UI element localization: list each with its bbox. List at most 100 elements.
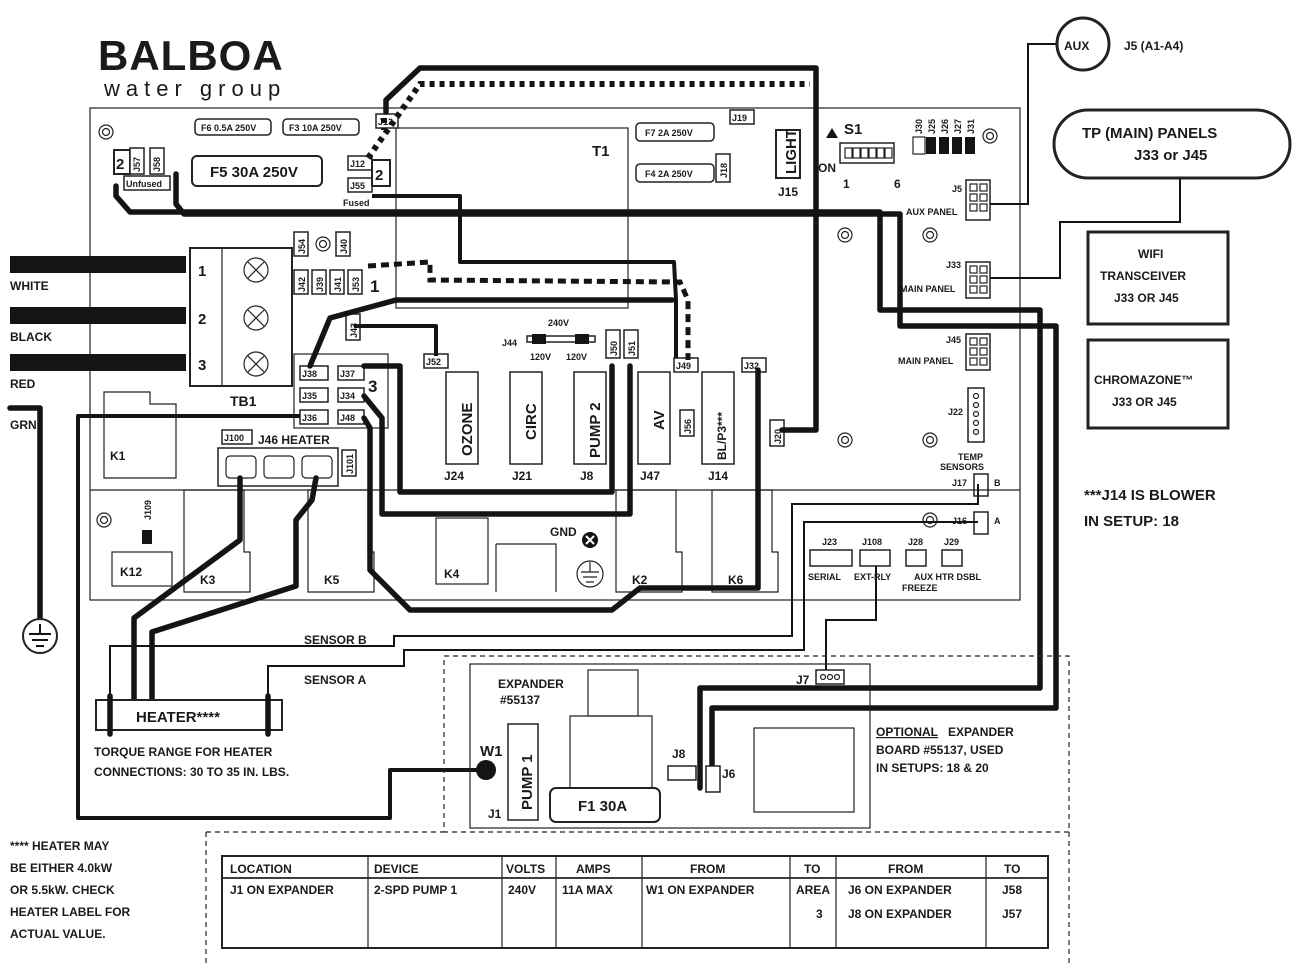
table-cell: 240V xyxy=(508,883,536,897)
fused-num: 2 xyxy=(375,167,383,184)
v120a-label: 120V xyxy=(530,352,551,362)
j58-expander-wire xyxy=(173,171,1059,791)
j38-wire xyxy=(307,297,675,369)
area-3-num: 3 xyxy=(368,377,377,396)
j22-connector xyxy=(967,387,985,443)
j35-label: J35 xyxy=(302,391,317,401)
table-cell: J57 xyxy=(1002,907,1022,921)
wifi-line2: TRANSCEIVER xyxy=(1100,269,1186,283)
heater-wire-1 xyxy=(131,475,243,703)
tb1-label: TB1 xyxy=(230,393,257,409)
serial-label: SERIAL xyxy=(808,572,842,582)
v120b-label: 120V xyxy=(566,352,587,362)
j58-label: J58 xyxy=(152,157,162,172)
j55-j49-wire xyxy=(372,194,678,358)
heater-note-4: HEATER LABEL FOR xyxy=(10,905,131,919)
fuse-f4 xyxy=(635,163,715,183)
temp-sensors-line1: TEMP xyxy=(958,452,983,462)
j46-heater-label: J46 HEATER xyxy=(258,433,330,447)
sensor-b-port-label: B xyxy=(994,478,1001,488)
fuse-f4-label: F4 2A 250V xyxy=(645,169,693,179)
table-header-location: LOCATION xyxy=(230,862,292,876)
ext-rly-label: EXT-RLY xyxy=(854,572,891,582)
j7-connector xyxy=(815,669,845,685)
j47-label: J47 xyxy=(640,469,660,483)
w1-terminal xyxy=(476,760,496,780)
table-cell: J58 xyxy=(1002,883,1022,897)
torque-line-1: TORQUE RANGE FOR HEATER xyxy=(94,745,273,759)
logo-brand: BALBOA xyxy=(98,32,284,79)
j54-label: J54 xyxy=(297,239,307,254)
heater-note-3: OR 5.5kW. CHECK xyxy=(10,883,115,897)
j53-dashed-wire xyxy=(367,259,691,360)
svg-text:J31: J31 xyxy=(966,119,976,134)
aux-panel-wire xyxy=(990,43,1058,205)
sensor-b-wire xyxy=(109,484,979,700)
j24-label: J24 xyxy=(444,469,464,483)
t1-label: T1 xyxy=(592,143,610,160)
dip-switch-s1 xyxy=(839,142,895,164)
heater: HEATER**** xyxy=(95,693,283,737)
aux-htr-dsbl-label: AUX HTR DSBL xyxy=(914,572,982,582)
heater-note-1: **** HEATER MAY xyxy=(10,839,109,853)
grn-wire-label: GRN xyxy=(10,418,37,432)
pump1-label: PUMP 1 xyxy=(519,754,536,810)
sensor-a-wire xyxy=(267,521,978,700)
fuse-f7 xyxy=(635,122,715,142)
tp-panels-callout xyxy=(1052,108,1292,180)
j17-label: J17 xyxy=(952,478,967,488)
fuse-f1-label: F1 30A xyxy=(578,798,627,815)
j109-label: J109 xyxy=(143,500,153,520)
fuse-f3 xyxy=(282,118,360,136)
expander-dashed-area xyxy=(443,655,1070,833)
relay-k12-label: K12 xyxy=(120,565,142,579)
blower-note-line2: IN SETUP: 18 xyxy=(1084,513,1179,530)
unfused-label: Unfused xyxy=(126,179,162,189)
area-3-block xyxy=(293,353,389,429)
black-wire xyxy=(10,307,186,324)
j57-num: 2 xyxy=(116,156,124,173)
blp3-label: BL/P3*** xyxy=(715,412,729,460)
aux-panel-label: AUX PANEL xyxy=(906,207,958,217)
logo-tagline: water group xyxy=(103,76,286,101)
freeze-label: FREEZE xyxy=(902,583,938,593)
j44-jumper xyxy=(526,335,596,343)
light-connector xyxy=(775,129,801,179)
relay-k4-label: K4 xyxy=(444,567,460,581)
sensor-a-port-label: A xyxy=(994,516,1001,526)
sensor-a-label: SENSOR A xyxy=(304,673,367,687)
blower-note-line1: ***J14 IS BLOWER xyxy=(1084,487,1216,504)
ext-rly-j7-wire xyxy=(825,566,877,674)
heater-label: HEATER**** xyxy=(136,709,220,726)
arrow-up-icon xyxy=(826,128,838,138)
tp-panels-line2: J33 or J45 xyxy=(1134,147,1207,164)
aux-callout-label: AUX xyxy=(1064,39,1089,53)
j8-label: J8 xyxy=(580,469,594,483)
fuse-f3-label: F3 10A 250V xyxy=(289,123,342,133)
j29-connector xyxy=(941,549,963,567)
svg-text:J26: J26 xyxy=(940,119,950,134)
relay-k6-label: K6 xyxy=(728,573,744,587)
j43-label: J43 xyxy=(349,323,359,338)
optional-note-line1a: OPTIONAL xyxy=(876,725,938,739)
table-header-to-1: TO xyxy=(804,862,820,876)
table-header-from-1: FROM xyxy=(690,862,725,876)
j38-label: J38 xyxy=(302,369,317,379)
j20-wire xyxy=(383,65,819,433)
j28-label: J28 xyxy=(908,537,923,547)
ground-icon xyxy=(22,618,58,654)
terminal-block-tb1: 1 2 3 TB1 xyxy=(189,247,293,409)
j29-label: J29 xyxy=(944,537,959,547)
exp-j8-label: J8 xyxy=(672,747,686,761)
fuse-f7-label: F7 2A 250V xyxy=(645,128,693,138)
table-cell: AREA xyxy=(796,883,830,897)
white-wire xyxy=(10,256,186,273)
wifi-line1: WIFI xyxy=(1138,247,1163,261)
heater-note-5: ACTUAL VALUE. xyxy=(10,927,106,941)
table-header-volts: VOLTS xyxy=(506,862,545,876)
white-wire-label: WHITE xyxy=(10,279,49,293)
j32-label: J32 xyxy=(744,361,759,371)
ozone-label: OZONE xyxy=(459,403,476,456)
table-header-device: DEVICE xyxy=(374,862,419,876)
svg-text:J27: J27 xyxy=(953,119,963,134)
